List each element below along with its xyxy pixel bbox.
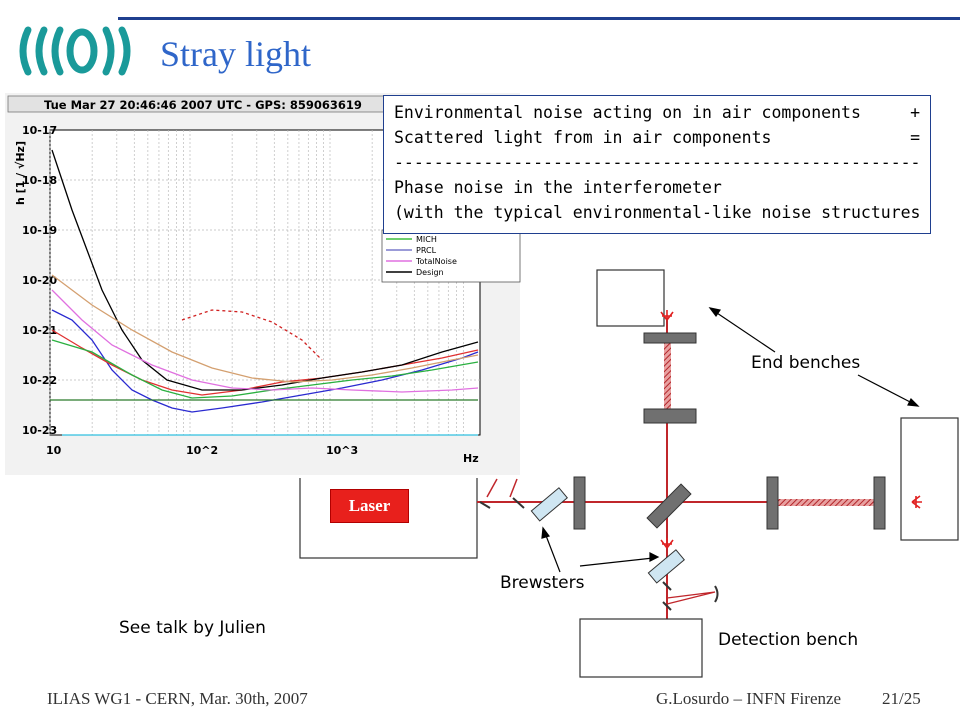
cavity-north xyxy=(664,340,671,413)
plot-header: Tue Mar 27 20:46:46 2007 UTC - GPS: 8590… xyxy=(44,98,362,112)
beam-splitter xyxy=(646,483,692,529)
plot-ylabel: h [1 / √Hz] xyxy=(14,141,27,205)
eq-plus: + xyxy=(910,103,920,122)
mirror xyxy=(643,408,697,424)
slide-title: Stray light xyxy=(160,34,311,74)
legend-entry: Design xyxy=(416,268,444,277)
north-end-bench xyxy=(596,269,665,327)
scatter-arrows-west xyxy=(911,495,922,509)
ytick-label: 10-18 xyxy=(22,174,57,187)
ytick-label: 10-21 xyxy=(22,324,57,337)
see-talk-note: See talk by Julien xyxy=(119,618,266,638)
plot-grid xyxy=(49,130,480,435)
scatter-arrows-detection xyxy=(660,538,674,549)
xtick-label: 10 xyxy=(46,444,62,457)
plot-legend xyxy=(381,229,521,283)
ytick-label: 10-23 xyxy=(22,424,57,437)
mirror xyxy=(573,476,586,530)
eq-line-structures: (with the typical environmental-like noi… xyxy=(394,203,920,222)
xtick-label: 10^2 xyxy=(186,444,218,457)
footer-right: G.Losurdo – INFN Firenze xyxy=(656,689,842,708)
footer-left: ILIAS WG1 - CERN, Mar. 30th, 2007 xyxy=(47,689,308,708)
west-end-bench xyxy=(900,417,959,541)
laser-label: Laser xyxy=(330,489,409,523)
eq-equals: = xyxy=(910,128,920,147)
legend-entry: TotalNoise xyxy=(415,257,457,266)
mirror xyxy=(643,332,697,344)
ytick-label: 10-17 xyxy=(22,124,57,137)
eq-line-environmental: Environmental noise acting on in air com… xyxy=(394,103,861,122)
scatter-arrows-north xyxy=(660,310,674,321)
brewster-window xyxy=(647,549,685,584)
detection-bench-box xyxy=(579,618,703,678)
legend-entry: PRCL xyxy=(416,246,437,255)
mirror xyxy=(766,476,779,530)
mirror xyxy=(873,476,886,530)
brewsters-label: Brewsters xyxy=(500,573,585,593)
end-benches-label: End benches xyxy=(751,353,861,373)
detection-bench-label: Detection bench xyxy=(718,630,859,650)
page-number: 21/25 xyxy=(882,689,921,708)
noise-curves xyxy=(50,149,479,436)
eq-divider: ----------------------------------------… xyxy=(394,153,920,172)
cavity-west xyxy=(773,499,879,506)
ytick-label: 10-22 xyxy=(22,374,57,387)
ytick-label: 10-20 xyxy=(22,274,58,287)
noise-equation-box: Environmental noise acting on in air com… xyxy=(383,95,931,234)
eq-line-scattered: Scattered light from in air components xyxy=(394,128,772,147)
xtick-label: 10^3 xyxy=(326,444,358,457)
virgo-logo-icon xyxy=(19,26,131,76)
plot-xlabel: Hz xyxy=(463,452,479,465)
legend-entry: MICH xyxy=(416,235,437,244)
brewster-window xyxy=(530,487,568,522)
eq-line-phase-noise: Phase noise in the interferometer xyxy=(394,178,722,197)
ytick-label: 10-19 xyxy=(22,224,57,237)
title-rule xyxy=(118,17,960,20)
